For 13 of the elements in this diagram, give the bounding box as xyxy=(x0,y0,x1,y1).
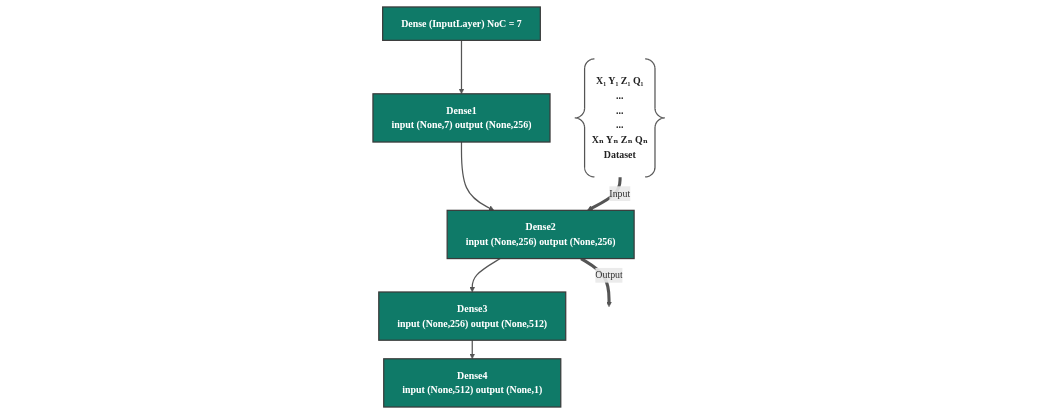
edge-label: Input xyxy=(609,188,631,199)
arrow xyxy=(587,177,622,211)
arrow xyxy=(469,339,476,360)
node-box: Dense2 input (None,256) output (None,256) xyxy=(446,209,635,260)
arrow xyxy=(458,39,465,95)
node-box: Dense4 input (None,512) output (None,1) xyxy=(383,358,562,408)
node-text: X₁ Y₁ Z₁ Q₁ ... ... ... Xₙ Yₙ Zₙ Qₙ Dataset xyxy=(591,75,648,160)
edge-label: Output xyxy=(595,269,623,281)
node-box: Dense (InputLayer) NoC = 7 xyxy=(382,6,542,41)
node-box: Dense1 input (None,7) output (None,256) xyxy=(372,93,551,143)
arrow xyxy=(469,257,501,293)
node-box: Dense3 input (None,256) output (None,512) xyxy=(378,291,567,341)
arrow xyxy=(460,141,495,211)
